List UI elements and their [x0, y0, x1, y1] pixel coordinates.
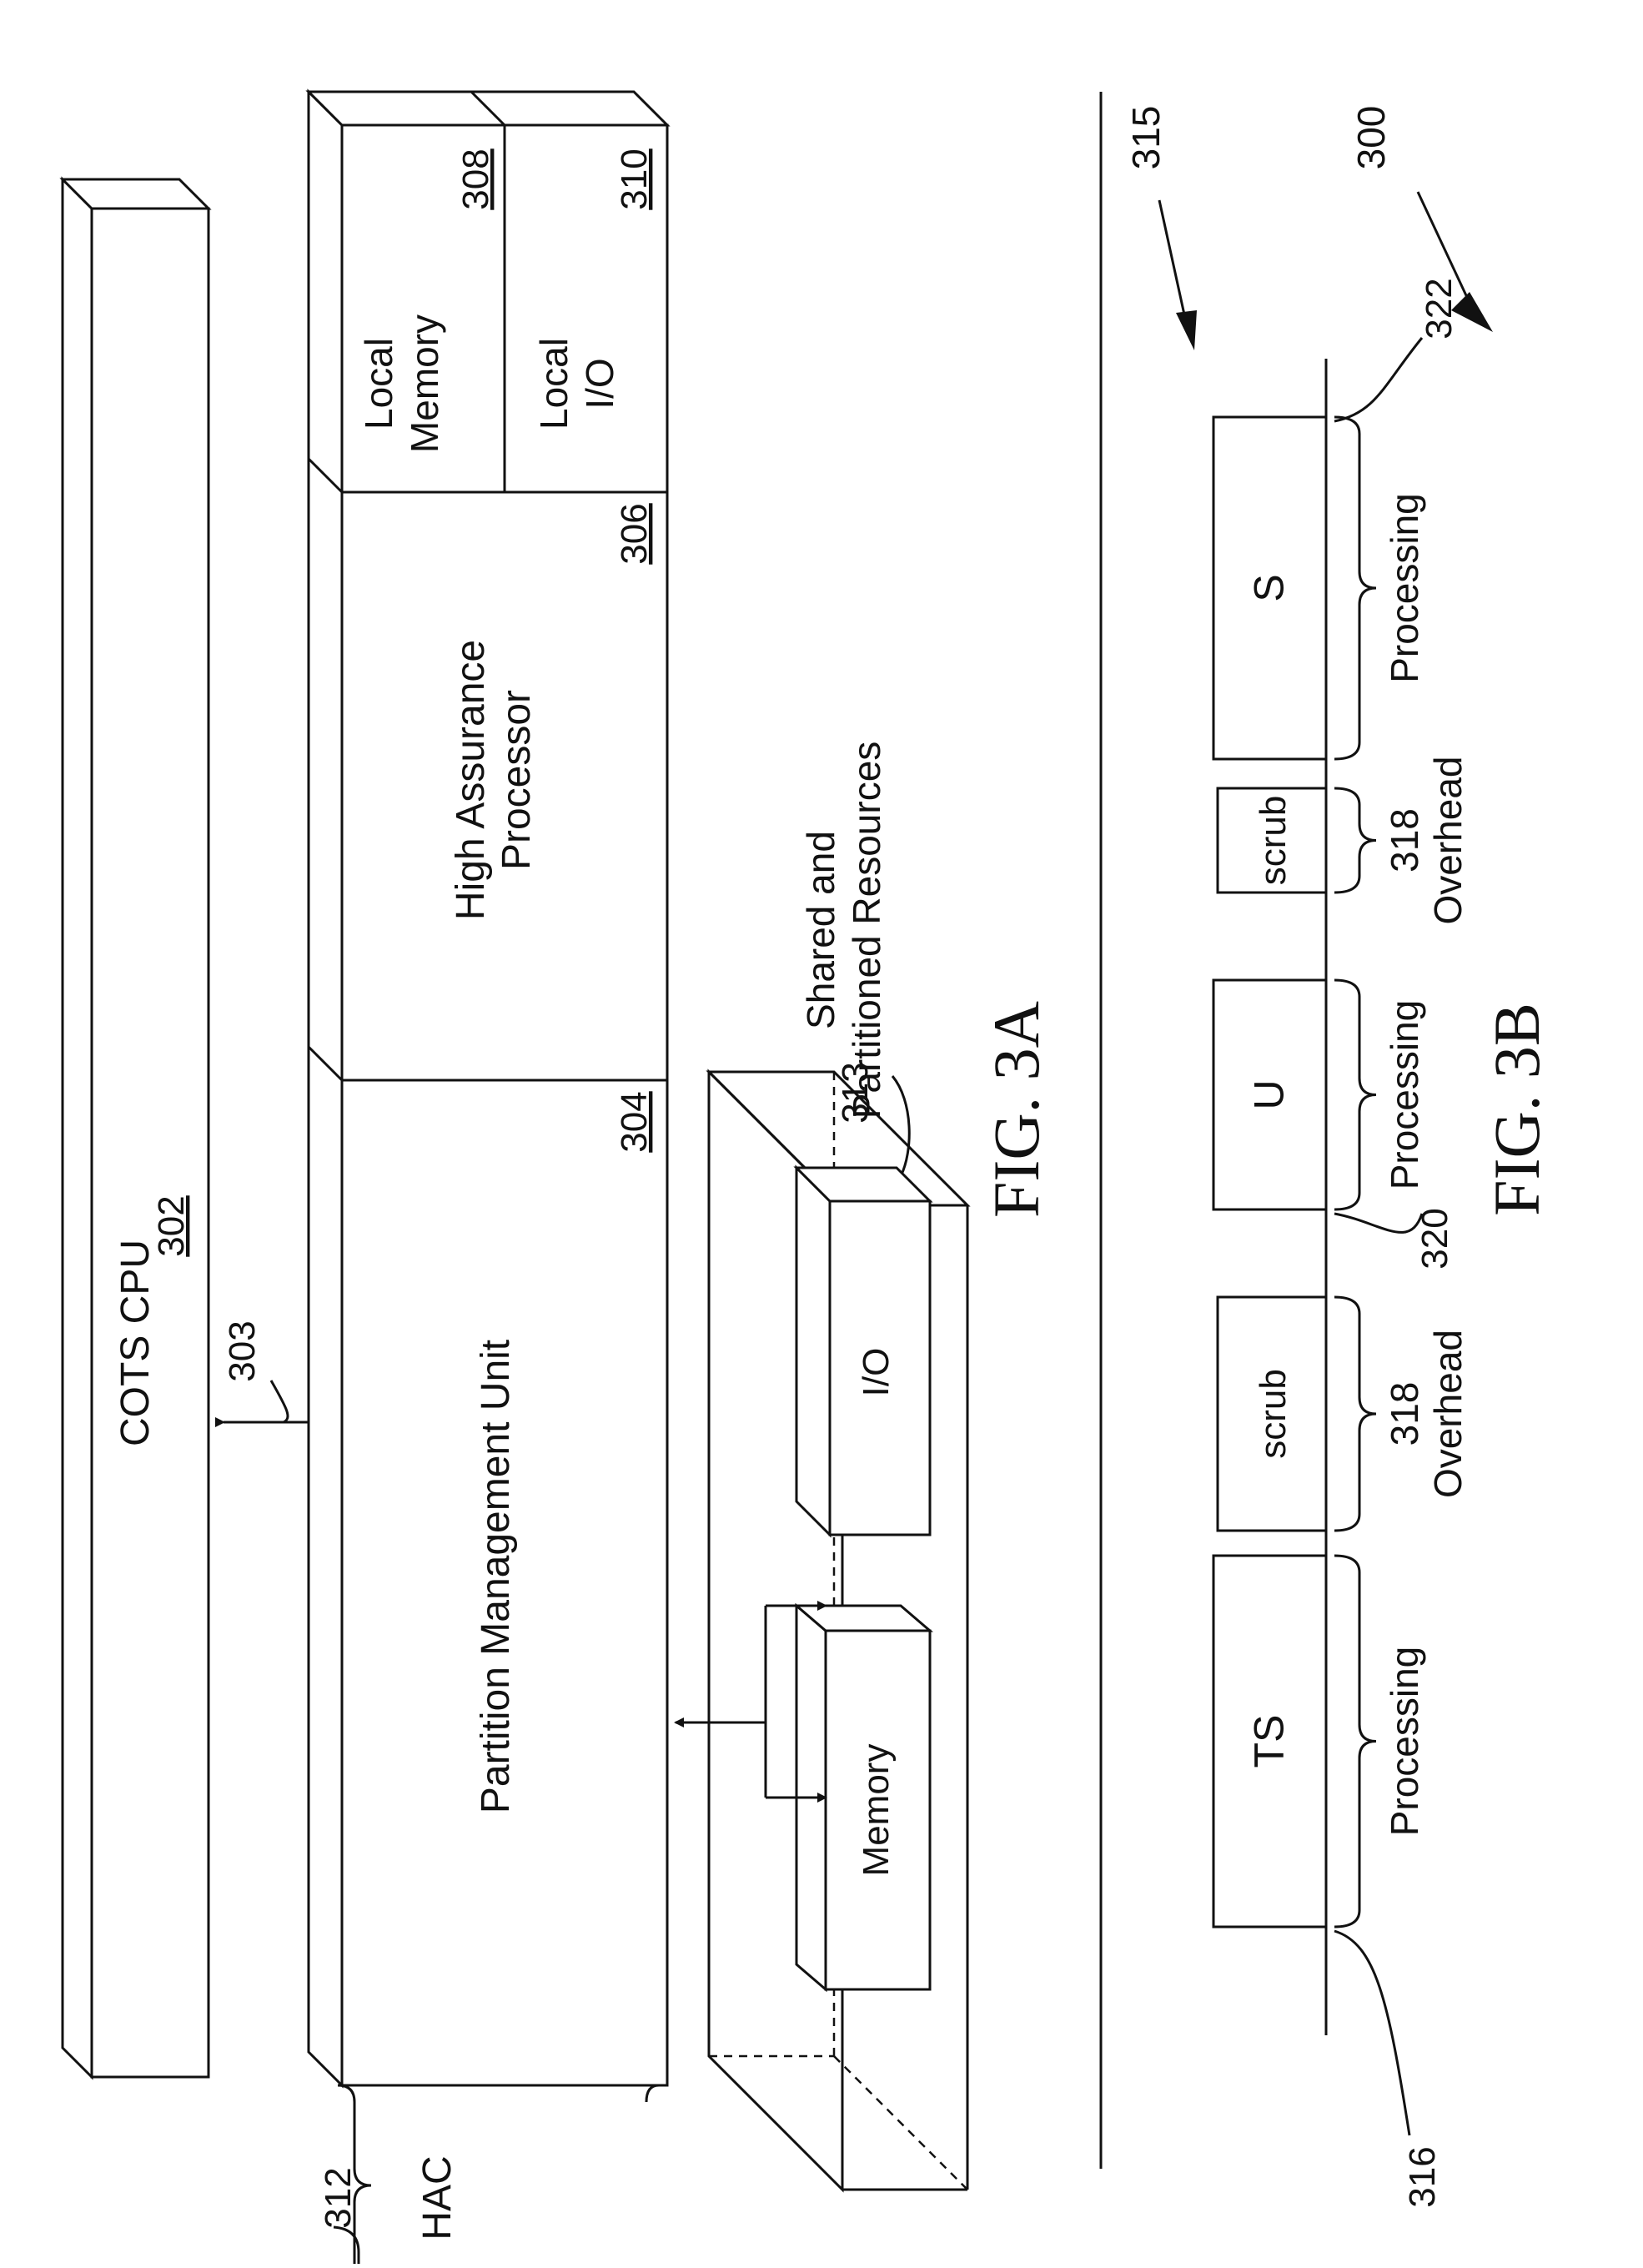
fig-3b-caption: FIG. 3B: [1480, 1003, 1553, 1216]
brace-ref-322: 322: [1419, 278, 1460, 339]
bus-ref-303: 303: [222, 1320, 263, 1381]
local-memory-line1: Local: [357, 338, 400, 430]
bus-ref-303-leader: [271, 1380, 288, 1422]
hap-line2: Processor: [495, 690, 539, 870]
hac-label: HAC: [415, 2155, 460, 2240]
ref-300: 300: [1349, 106, 1393, 170]
brace-label2-3: Overhead: [1426, 756, 1470, 924]
local-memory-line2: Memory: [403, 314, 446, 453]
brace-1: [1334, 1297, 1376, 1531]
cots-cpu-ref: 302: [151, 1195, 192, 1256]
cots-cpu-label: COTS CPU: [113, 1240, 158, 1446]
brace-label-3: 318: [1383, 808, 1426, 873]
brace-0: [1334, 1556, 1376, 1927]
local-memory-ref: 308: [455, 148, 496, 209]
local-io-line2: I/O: [578, 358, 621, 409]
brace-ref-320: 320: [1414, 1208, 1455, 1269]
brace-ref-leader-4: [1334, 338, 1422, 421]
io-block: I/O: [796, 1168, 930, 1535]
segment-label-2: U: [1246, 1079, 1293, 1109]
cots-cpu-block: COTS CPU 302: [63, 179, 209, 2077]
brace-label-1: 318: [1383, 1382, 1426, 1446]
segment-label-4: S: [1246, 574, 1293, 601]
resources-ref-leader: [892, 1076, 909, 1176]
resources-line1: Shared and: [799, 831, 842, 1029]
fig-3b: 315 TSscrubUscrubS Processing316318Overh…: [1124, 106, 1553, 2208]
brace-label-0: Processing: [1383, 1647, 1426, 1837]
brace-ref-316: 316: [1402, 2146, 1443, 2207]
io-label: I/O: [856, 1348, 897, 1397]
pmu-ref: 304: [614, 1091, 655, 1152]
local-io-line1: Local: [532, 338, 575, 430]
segment-label-1: scrub: [1253, 1369, 1294, 1459]
resources-ref: 313: [835, 1062, 876, 1123]
brace-label2-1: Overhead: [1426, 1330, 1470, 1498]
brace-ref-leader-2: [1334, 1214, 1422, 1232]
pmu-label: Partition Management Unit: [474, 1340, 518, 1813]
hac-ref: 312: [318, 2167, 359, 2228]
ref-315-arrowhead: [1176, 310, 1197, 350]
memory-label: Memory: [856, 1744, 897, 1877]
ref-315: 315: [1124, 106, 1168, 170]
hap-ref: 306: [614, 503, 655, 564]
brace-2: [1334, 980, 1376, 1209]
brace-ref-leader-0: [1334, 1931, 1409, 2135]
segments-layer: TSscrubUscrubS: [1213, 417, 1326, 1927]
brace-label-4: Processing: [1383, 493, 1426, 683]
local-io-ref: 310: [614, 148, 655, 209]
brace-label-2: Processing: [1383, 1000, 1426, 1190]
hap-line1: High Assurance: [449, 640, 493, 920]
braces-layer: Processing316318OverheadProcessing320318…: [1334, 278, 1470, 2207]
segment-label-3: scrub: [1253, 796, 1294, 886]
fig-3a-caption: FIG. 3A: [980, 1001, 1053, 1218]
brace-4: [1334, 417, 1376, 759]
segment-label-0: TS: [1246, 1715, 1293, 1768]
hac-brace-end: [646, 2085, 659, 2102]
brace-3: [1334, 788, 1376, 893]
